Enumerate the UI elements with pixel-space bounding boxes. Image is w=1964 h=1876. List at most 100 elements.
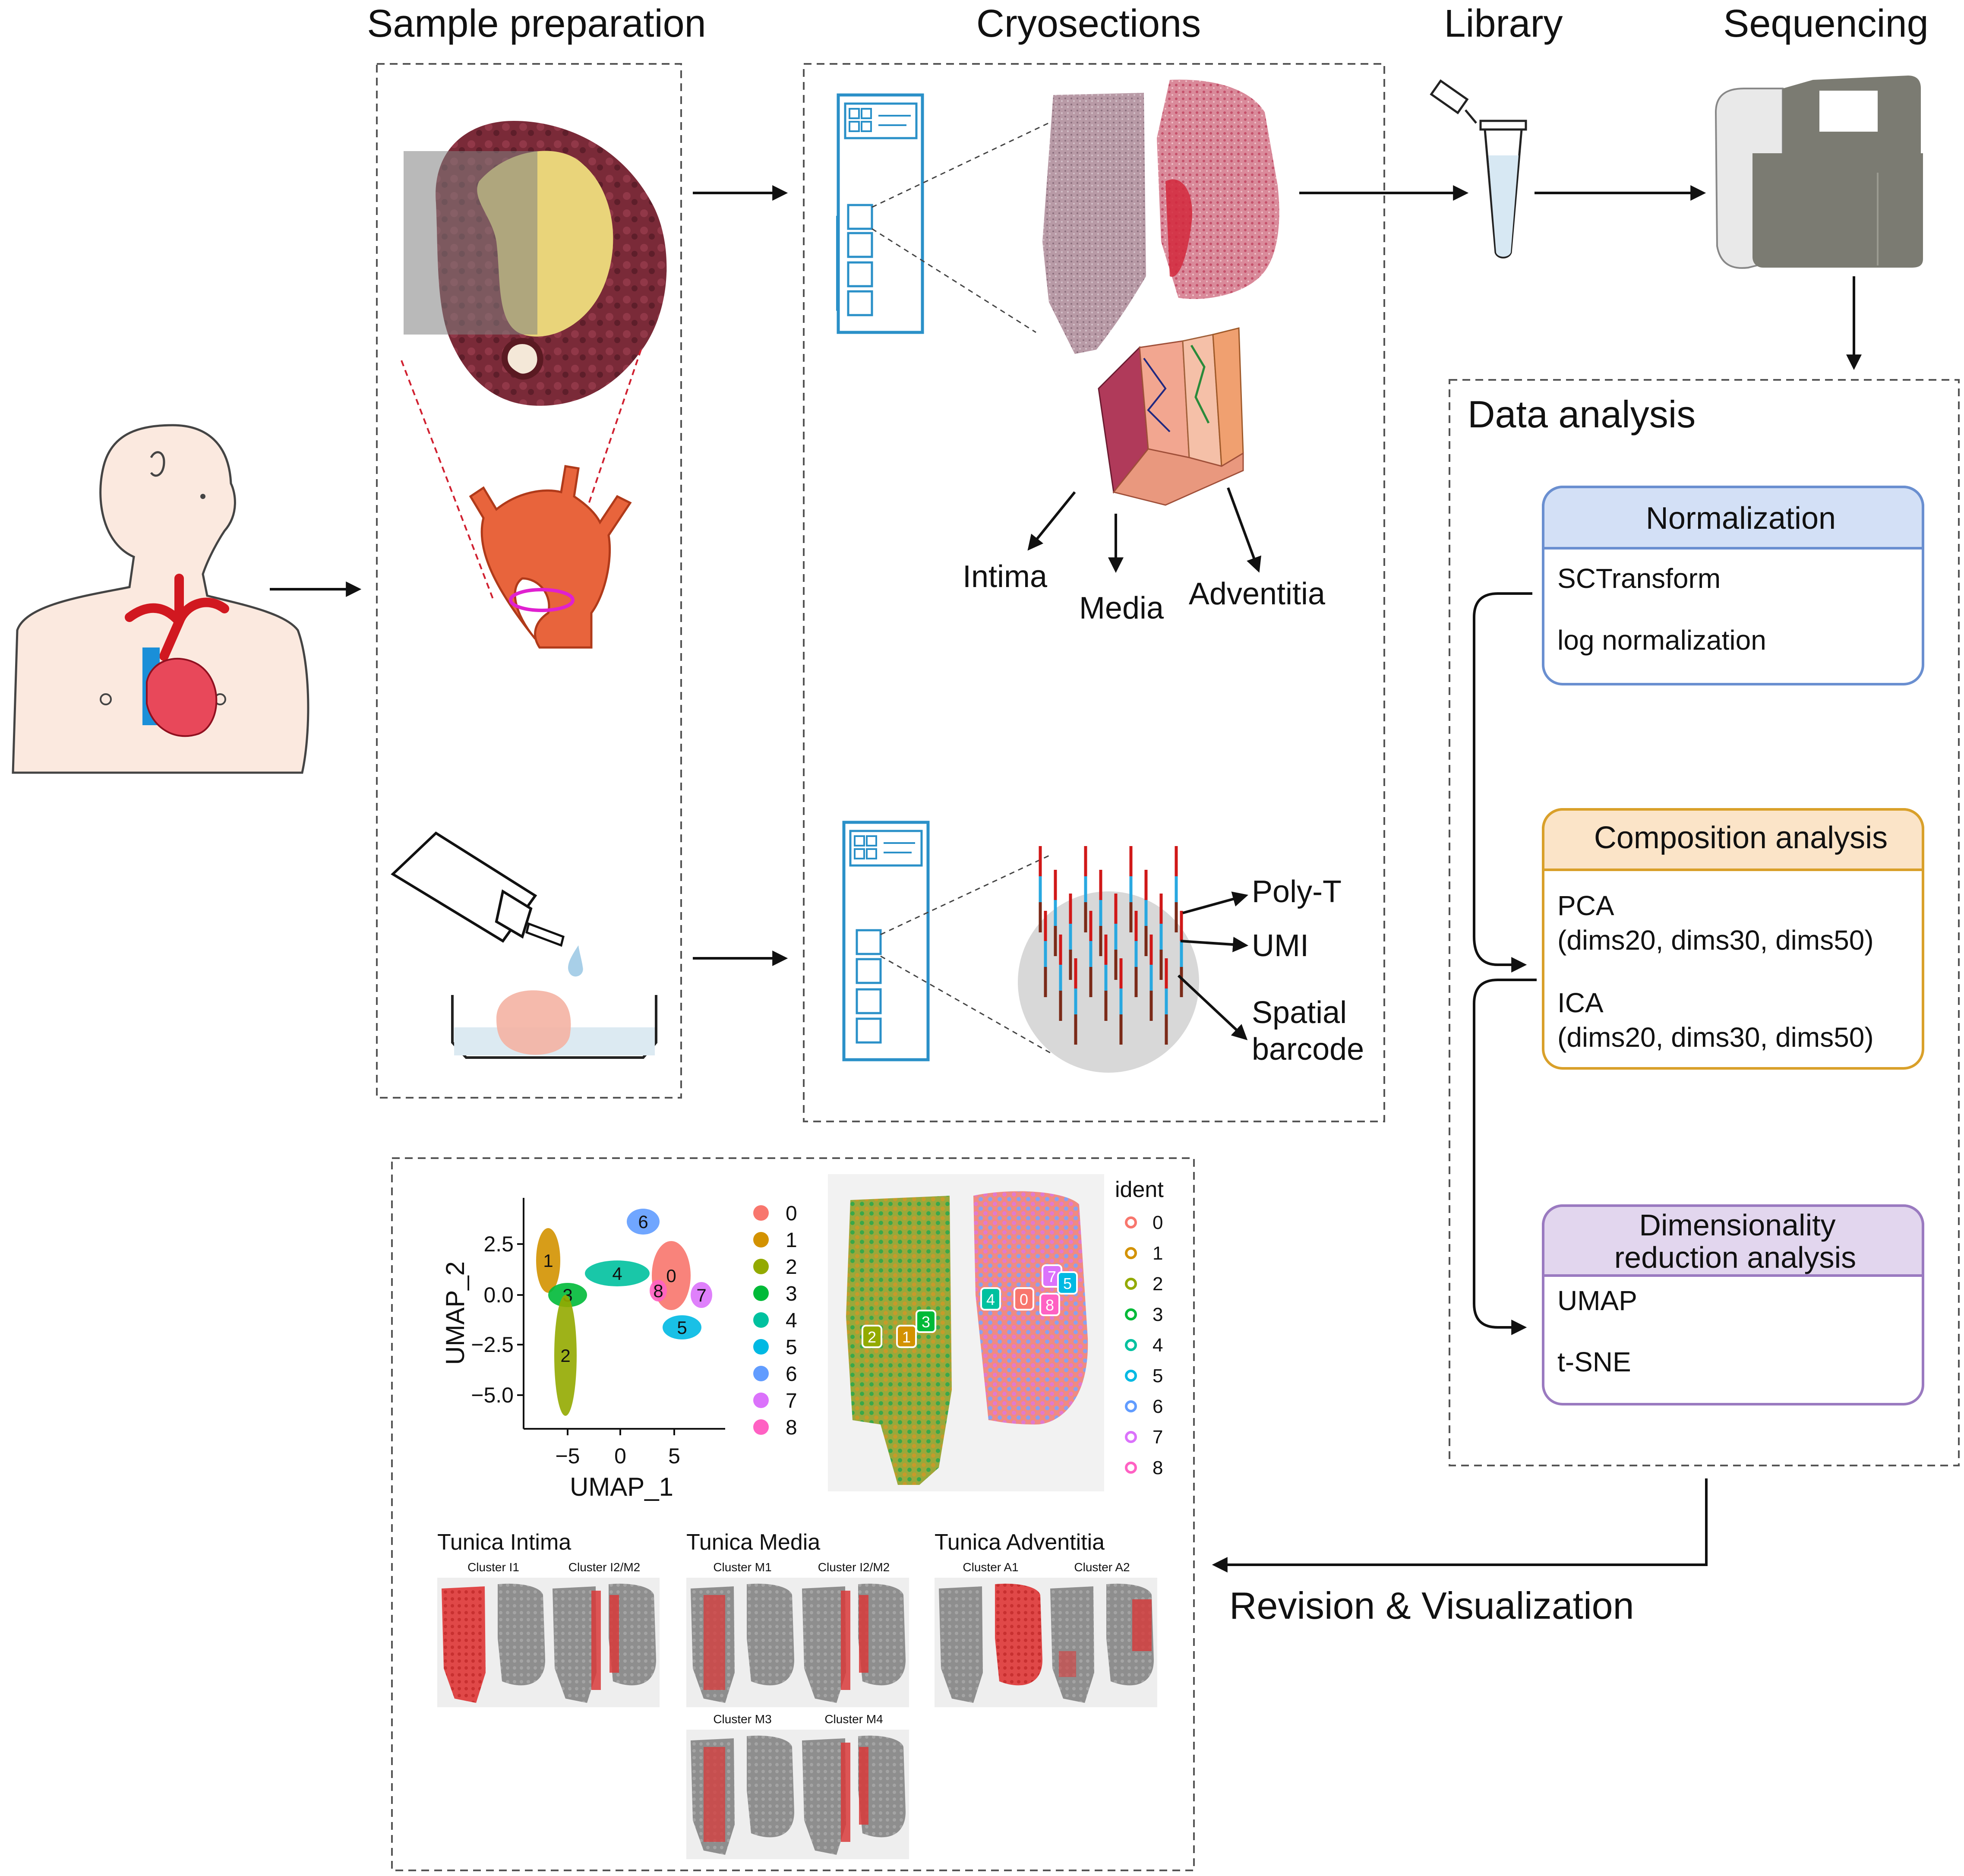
visium-slide-bottom: [842, 821, 930, 1061]
umap-cluster-label: 1: [543, 1251, 553, 1271]
aortic-arch-illustration: [469, 465, 632, 649]
library-tube-illustration: [1430, 79, 1527, 259]
slide-zoom-line-bottom-b: [880, 955, 1051, 1054]
tunica-cluster-label: Cluster I1: [467, 1560, 519, 1574]
label-intima: Intima: [963, 559, 1048, 594]
tunica-adventitia-title: Tunica Adventitia: [935, 1530, 1105, 1555]
label-adventitia: Adventitia: [1189, 577, 1326, 611]
umap-legend-swatch: [753, 1312, 769, 1328]
umap-cluster-label: 7: [696, 1285, 706, 1305]
tunica-cluster-label: Cluster M1: [713, 1560, 771, 1574]
umap-legend-label: 0: [786, 1202, 797, 1225]
umap-cluster-7: [691, 1282, 712, 1308]
spatial-legend-label: 2: [1153, 1273, 1163, 1295]
spatial-legend-swatch: [1125, 1278, 1137, 1290]
spatial-cluster-tag-label: 5: [1063, 1275, 1072, 1292]
spatial-legend-label: 3: [1153, 1304, 1163, 1325]
spatial-cluster-tag: [1039, 1293, 1060, 1316]
spatial-legend-label: 0: [1153, 1212, 1163, 1233]
umap-legend-swatch: [753, 1419, 769, 1435]
tissue-section-left: [553, 1586, 597, 1703]
umap-y-tick-label: −5.0: [471, 1383, 514, 1407]
spatial-legend-swatch: [1125, 1308, 1137, 1320]
sequencer-illustration: [1715, 76, 1923, 269]
label-umi: UMI: [1252, 929, 1309, 963]
visualization-box: [391, 1157, 1195, 1871]
arrow-to-poly-t: [1182, 891, 1248, 914]
spatial-cluster-tag-label: 1: [902, 1328, 911, 1346]
tunica-cluster-label: Cluster I2/M2: [568, 1560, 641, 1574]
spatial-cluster-tag-label: 8: [1045, 1296, 1054, 1314]
spatial-legend-label: 4: [1153, 1335, 1163, 1356]
label-barcode: barcode: [1252, 1032, 1364, 1067]
umap-legend-swatch: [753, 1366, 769, 1381]
umap-legend-label: 3: [786, 1282, 797, 1305]
arrow-to-umi: [1180, 937, 1249, 953]
umap-legend-label: 7: [786, 1390, 797, 1412]
bracket-composition-to-dimred: [1473, 979, 1537, 1335]
zoom-line-left: [401, 360, 495, 603]
umap-x-tick-label: 5: [668, 1444, 680, 1468]
spatial-legend-swatch: [1125, 1370, 1137, 1382]
spatial-cluster-tag: [896, 1325, 917, 1348]
highlight-band: [609, 1595, 619, 1673]
umap-cluster-1: [536, 1228, 560, 1293]
tunica-cluster-panel: Cluster I1: [437, 1560, 549, 1707]
slide-zoom-line-bottom-a: [880, 854, 1051, 935]
composition-analysis-card: Composition analysis PCA (dims20, dims30…: [1542, 808, 1924, 1070]
highlight-band: [704, 1595, 725, 1690]
highlight-band: [841, 1591, 850, 1690]
umap-cluster-5: [663, 1315, 701, 1339]
dimred-title-line2: reduction analysis: [1614, 1241, 1856, 1274]
composition-title: Composition analysis: [1594, 821, 1888, 855]
spatial-cluster-tag: [1014, 1287, 1034, 1311]
umap-cluster-label: 5: [677, 1317, 687, 1338]
spatial-cluster-tag: [980, 1287, 1001, 1311]
composition-item-pca-dims: (dims20, dims30, dims50): [1557, 925, 1874, 956]
composition-item-ica-dims: (dims20, dims30, dims50): [1557, 1022, 1874, 1053]
umap-cluster-2: [554, 1295, 577, 1416]
label-spatial: Spatial: [1252, 995, 1347, 1030]
needle-syringe-illustration: [391, 831, 583, 977]
tunica-intima-title: Tunica Intima: [437, 1530, 571, 1555]
highlight-band: [859, 1747, 868, 1825]
revision-visualization-label: Revision & Visualization: [1229, 1584, 1634, 1627]
spatial-legend-swatch: [1125, 1339, 1137, 1351]
tunica-cluster-label: Cluster M3: [713, 1712, 771, 1726]
normalization-title: Normalization: [1646, 501, 1836, 536]
umap-y-tick-label: 0.0: [483, 1283, 514, 1307]
visium-slide-top: [836, 93, 924, 334]
spatial-legend-swatch: [1125, 1400, 1137, 1412]
aortic-specimen-photo: [404, 121, 667, 406]
cryosections-box: [803, 63, 1385, 1122]
highlight-band: [591, 1591, 601, 1690]
umap-legend-label: 2: [786, 1256, 797, 1279]
tissue-section-left: [939, 1586, 983, 1703]
spatial-legend-swatch: [1125, 1431, 1137, 1443]
tunica-cluster-label: Cluster A2: [1074, 1560, 1130, 1574]
arrow-to-intima: [1027, 491, 1076, 551]
stage-title-sequencing: Sequencing: [1723, 2, 1928, 45]
umap-legend-label: 8: [786, 1416, 797, 1439]
umap-cluster-label: 6: [638, 1212, 648, 1232]
highlight-band: [704, 1747, 725, 1842]
umap-x-tick-label: −5: [555, 1444, 580, 1468]
highlight-band: [1059, 1651, 1076, 1677]
arrow-to-spatial-barcode: [1177, 974, 1248, 1040]
tunica-cluster-panel: Cluster A2: [1046, 1560, 1157, 1707]
umap-cluster-label: 2: [560, 1345, 570, 1366]
umap-legend-label: 5: [786, 1336, 797, 1359]
tissue-section-right: [747, 1735, 794, 1838]
tissue-section-right: [858, 1735, 906, 1838]
umap-cluster-4: [585, 1260, 650, 1286]
tunica-cluster-panel: Cluster M1: [686, 1560, 798, 1707]
umap-legend-label: 6: [786, 1363, 797, 1386]
dimensionality-reduction-card: Dimensionality reduction analysis UMAP t…: [1542, 1204, 1924, 1405]
tissue-section-right: [498, 1583, 545, 1686]
tunica-cluster-panel: Cluster M4: [798, 1712, 909, 1859]
spatial-legend-label: 7: [1153, 1427, 1163, 1448]
spatial-legend-swatch: [1125, 1216, 1137, 1229]
spatial-cluster-tag-label: 4: [986, 1291, 995, 1308]
spatial-cluster-tag-label: 3: [922, 1313, 930, 1331]
